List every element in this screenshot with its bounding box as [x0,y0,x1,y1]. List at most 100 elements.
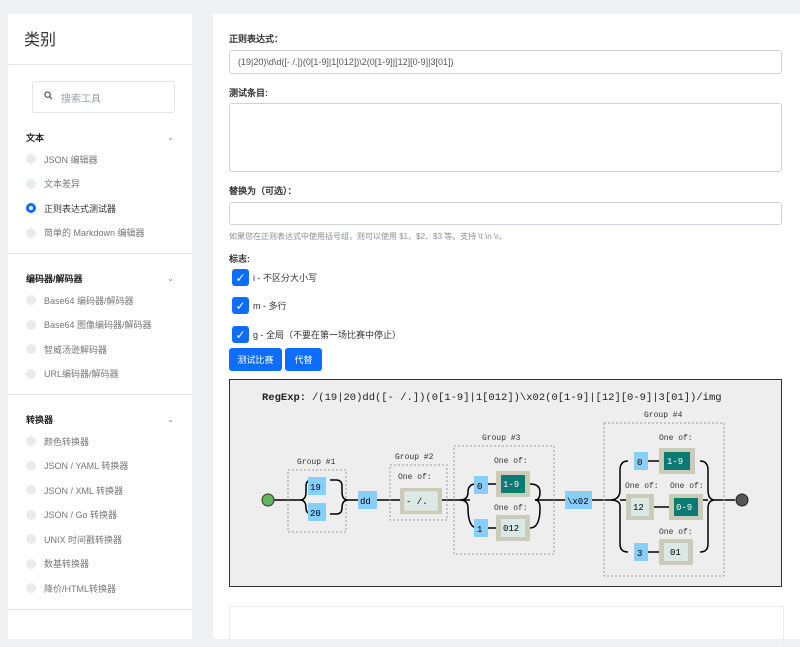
sidebar-item-json-xml[interactable]: JSON / XML 转换器 [8,478,192,503]
replace-help-text: 如果您在正则表达式中使用括号组，则可以使用 $1、$2、$3 等。支持 \t \… [229,232,507,241]
test-string-textarea[interactable] [229,103,782,172]
literal-0-g4: 0 [637,458,642,468]
replace-button[interactable]: 代替 [285,348,322,371]
range-01: 01 [670,548,681,558]
literal-x02-box [565,491,592,509]
chevron-down-icon: ⌄ [167,414,174,424]
flag-g[interactable]: ✓ g - 全局（不要在第一场比赛中停止） [232,326,401,343]
sidebar-item-label: 文本差异 [44,179,81,190]
charset-dash-slash-dot: - /. [406,497,428,507]
search-placeholder: 搜索工具 [61,93,101,105]
sidebar-item-jwt[interactable]: 智威汤逊解码器 [8,337,192,362]
radio-icon [26,534,36,545]
group3-one-of-b: One of: [494,504,528,513]
sidebar-item-label: JSON 编辑器 [44,154,98,165]
sidebar-item-base64-image[interactable]: Base64 图像编码器/解码器 [8,313,192,338]
sidebar-item-label: 简单的 Markdown 编辑器 [44,228,145,239]
sidebar-item-label: UNIX 时间戳转换器 [44,534,123,545]
charset-g4-1-9-inner [664,452,690,470]
flags-label: 标志: [229,254,250,264]
flag-label: g - 全局（不要在第一场比赛中停止） [253,330,402,340]
group-header-text[interactable]: 文本⌄ [8,127,192,147]
sidebar: 类别 搜索工具 文本⌄ JSON 编辑器 文本差异 正则表达式测试器 简单的 M… [8,14,192,639]
radio-icon [26,485,36,496]
sidebar-item-label: 颜色转换器 [44,436,90,447]
sidebar-item-label: URL编码器/解码器 [44,369,119,380]
results-panel [229,606,784,647]
sidebar-item-url[interactable]: URL编码器/解码器 [8,362,192,387]
sidebar-item-markdown-html[interactable]: 降价/HTML转换器 [8,576,192,601]
literal-20: 20 [310,509,321,519]
group1-title: Group #1 [297,458,336,467]
group-encoders: 编码器/解码器 ⌄ Base64 编码器/解码器 Base64 图像编码器/解码器… [8,268,192,395]
regex-input[interactable]: (19|20)\d\d([- /.])(0[1-9]|1[012])\2(0[1… [229,50,782,74]
group-title: 转换器 [26,414,54,425]
flag-label: i - 不区分大小写 [253,273,317,283]
sidebar-item-label: 智威汤逊解码器 [44,344,108,355]
sidebar-item-markdown-editor[interactable]: 简单的 Markdown 编辑器 [8,221,192,246]
flag-label: m - 多行 [253,301,287,311]
sidebar-item-number-base[interactable]: 数基转换器 [8,552,192,577]
sidebar-item-label: JSON / YAML 转换器 [44,461,129,472]
test-string-label: 测试条目: [229,88,268,98]
radio-selected-icon [26,203,36,214]
range-12: 12 [633,503,644,513]
replace-label: 替换为（可选）： [229,186,297,196]
literal-dd-box [358,491,377,509]
group3-one-of-a: One of: [494,457,528,466]
literal-19: 19 [310,483,321,493]
sidebar-item-text-diff[interactable]: 文本差异 [8,172,192,197]
radio-icon [26,227,36,238]
charset-g4-0-9-inner [674,498,698,516]
sidebar-item-json-yaml[interactable]: JSON / YAML 转换器 [8,454,192,479]
sidebar-item-label: JSON / XML 转换器 [44,485,124,496]
charset-01-inner [664,543,688,561]
literal-19-box [308,477,326,495]
sidebar-item-label: JSON / Go 转换器 [44,510,118,521]
radio-icon [26,178,36,189]
group-converters: 转换器 ⌄ 颜色转换器 JSON / YAML 转换器 JSON / XML 转换… [8,409,192,610]
search-input[interactable]: 搜索工具 [32,81,175,113]
group-header-encoders[interactable]: 编码器/解码器 ⌄ [8,268,192,288]
flag-i[interactable]: ✓ i - 不区分大小写 [232,269,317,286]
sidebar-item-json-go[interactable]: JSON / Go 转换器 [8,503,192,528]
sidebar-item-json-editor[interactable]: JSON 编辑器 [8,147,192,172]
group2-box [389,464,448,521]
charset-1-9-inner [501,475,525,493]
sidebar-item-unix-time[interactable]: UNIX 时间戳转换器 [8,527,192,552]
regexp-expression: /(19|20)dd([- /.])(0[1-9]|1[012])\x02(0[… [312,392,722,404]
flag-m[interactable]: ✓ m - 多行 [232,297,287,314]
checkbox-checked-icon[interactable]: ✓ [232,269,249,286]
radio-icon [26,154,36,165]
chevron-down-icon: ⌄ [167,273,174,283]
sidebar-item-color[interactable]: 颜色转换器 [8,429,192,454]
checkbox-checked-icon[interactable]: ✓ [232,326,249,343]
literal-0-box [474,476,488,494]
group-header-converters[interactable]: 转换器 ⌄ [8,409,192,429]
radio-icon [26,319,36,330]
sidebar-item-label: Base64 编码器/解码器 [44,295,134,306]
sidebar-title: 类别 [8,14,192,65]
range-0-9-g4: 0-9 [676,503,692,513]
range-012: 012 [503,524,519,534]
sidebar-item-label: 正则表达式测试器 [44,203,117,214]
literal-0-g3: 0 [477,482,482,492]
checkbox-checked-icon[interactable]: ✓ [232,297,249,314]
radio-icon [26,368,36,379]
radio-icon [26,583,36,594]
group-text: 文本⌄ JSON 编辑器 文本差异 正则表达式测试器 简单的 Markdown … [8,127,192,254]
group4-one-of-c: One of: [659,528,693,537]
literal-dd: dd [360,497,371,507]
literal-3-box [634,543,648,561]
group-title: 编码器/解码器 [26,273,83,284]
group3-title: Group #3 [482,434,521,443]
sidebar-item-regex-tester[interactable]: 正则表达式测试器 [8,196,192,221]
group3-box [453,445,555,555]
regexp-prefix: RegExp: [262,392,306,404]
literal-20-box [308,503,326,521]
group-title: 文本 [26,132,45,143]
test-match-button[interactable]: 测试比赛 [229,348,282,371]
sidebar-item-base64[interactable]: Base64 编码器/解码器 [8,288,192,313]
literal-3: 3 [637,549,642,559]
replace-input[interactable] [229,202,782,225]
